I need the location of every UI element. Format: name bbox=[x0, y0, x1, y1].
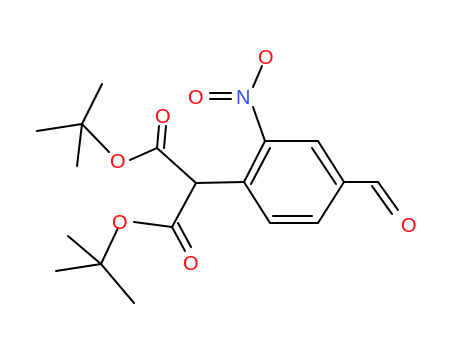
nitro-nitrogen-label: N bbox=[236, 87, 250, 109]
bond bbox=[55, 263, 102, 272]
ester2-ether-oxygen-label: O bbox=[112, 212, 128, 234]
bond bbox=[76, 123, 83, 167]
bond bbox=[129, 147, 158, 161]
bond bbox=[377, 181, 399, 211]
bond bbox=[311, 147, 337, 185]
bond bbox=[317, 181, 345, 224]
bond bbox=[252, 65, 263, 88]
bond bbox=[100, 263, 135, 304]
bond bbox=[252, 106, 266, 142]
ester1-ether-oxygen-label: O bbox=[110, 151, 126, 173]
bond bbox=[171, 226, 186, 252]
ester1-carbonyl-oxygen-label: O bbox=[155, 106, 171, 128]
bond bbox=[177, 222, 192, 248]
bond bbox=[156, 147, 197, 184]
atom-labels: O O N O O O O O bbox=[110, 47, 417, 275]
bond bbox=[250, 147, 271, 185]
bond bbox=[100, 227, 119, 265]
bond bbox=[243, 181, 271, 224]
bond bbox=[171, 182, 197, 228]
bond bbox=[81, 123, 110, 153]
ester2-carbonyl-oxygen-label: O bbox=[183, 253, 199, 275]
bond bbox=[133, 221, 173, 228]
bond bbox=[163, 125, 167, 149]
bond bbox=[243, 140, 266, 183]
aldehyde-oxygen-label: O bbox=[401, 215, 417, 237]
bond bbox=[317, 140, 345, 183]
bond bbox=[195, 181, 245, 184]
bonds bbox=[36, 65, 399, 304]
bond bbox=[36, 123, 83, 132]
bond bbox=[156, 125, 160, 149]
nitro-oxygen-top-label: O bbox=[258, 47, 274, 69]
nitro-oxygen-left-label: O bbox=[188, 87, 204, 109]
bond bbox=[67, 235, 102, 265]
bond bbox=[371, 185, 393, 215]
bond bbox=[81, 83, 103, 125]
